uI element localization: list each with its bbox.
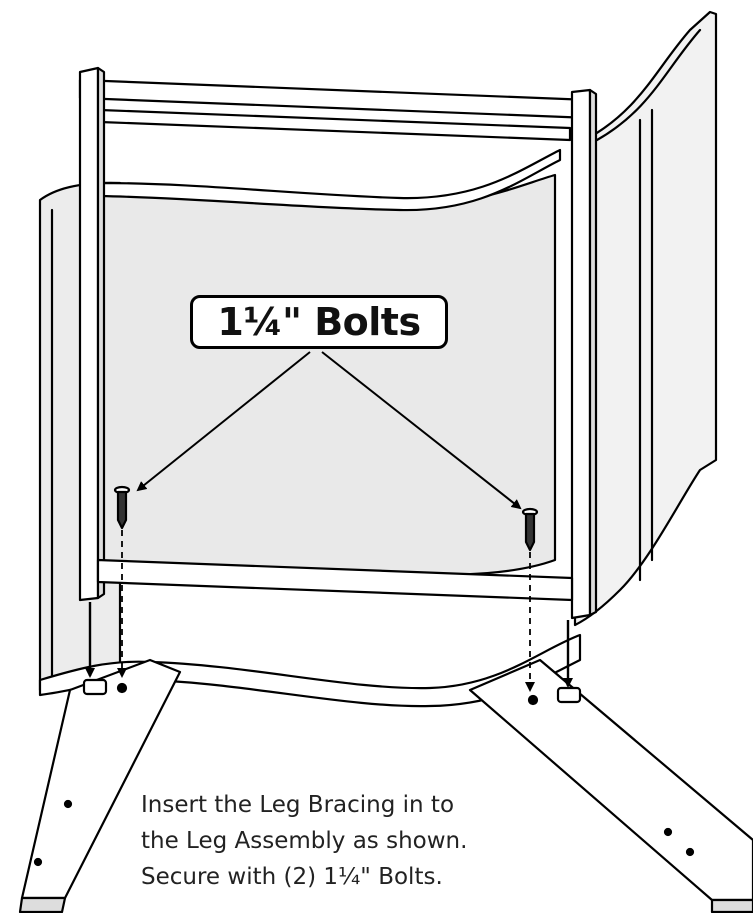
callout-arrow-right (321, 351, 522, 510)
right-panel-edge (595, 28, 702, 142)
instruction-line-1: Insert the Leg Bracing in to (141, 792, 455, 818)
instruction-line-2: the Leg Assembly as shown. (141, 828, 468, 854)
left-leg-slot (82, 678, 108, 696)
right-post (570, 88, 592, 620)
back-panel (98, 173, 557, 577)
right-leg-hole-lower (663, 827, 673, 837)
right-leg (468, 658, 753, 902)
left-leg-hole (116, 682, 128, 694)
bottom-rail (96, 558, 574, 602)
left-leg-hole-far (33, 857, 43, 867)
left-leg (20, 658, 182, 900)
panel-top-curve (98, 148, 562, 212)
right-leg-hole-far (685, 847, 695, 857)
left-post-side (96, 66, 106, 600)
right-panel-inner-line (638, 108, 654, 582)
right-bolt-icon (521, 507, 539, 552)
right-post-side (588, 88, 598, 617)
instruction-text: Insert the Leg Bracing in to the Leg Ass… (141, 787, 561, 895)
right-leg-hole (527, 694, 539, 706)
left-post (78, 66, 100, 602)
right-leg-slot (556, 686, 582, 704)
bolts-callout-label: 1¼" Bolts (190, 295, 448, 349)
callout-arrow-left (136, 351, 311, 492)
right-side-panel (573, 10, 718, 627)
instruction-line-3: Secure with (2) 1¼" Bolts. (141, 864, 443, 890)
right-leg-face (710, 898, 753, 913)
left-leg-hole-lower (63, 799, 73, 809)
left-bolt-icon (113, 485, 131, 530)
left-leg-face (18, 896, 67, 913)
